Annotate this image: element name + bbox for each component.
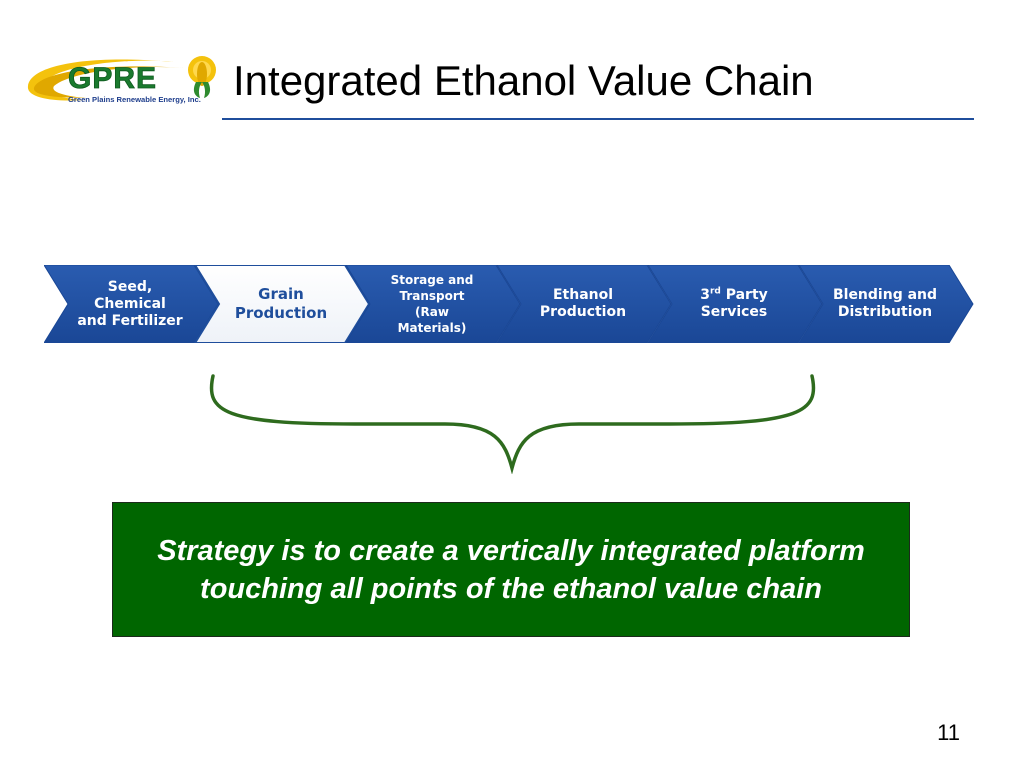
logo-wordmark: GPRE	[68, 62, 157, 95]
value-chain-step-shape	[44, 265, 219, 343]
value-chain-step-shape	[647, 265, 823, 343]
strategy-box: Strategy is to create a vertically integ…	[112, 502, 910, 637]
slide-title: Integrated Ethanol Value Chain	[233, 57, 814, 104]
value-chain-step-shape	[193, 265, 371, 343]
title-divider	[222, 118, 974, 120]
value-chain-step-shape	[798, 265, 974, 343]
value-chain-step-shape	[345, 265, 521, 343]
corn-sun-icon	[188, 56, 216, 98]
curly-brace	[209, 374, 816, 474]
page-number: 11	[937, 720, 960, 745]
value-chain-step-shape	[496, 265, 672, 343]
gpre-logo-graphic: GPRE Green Plains Renewable Energy, Inc.	[27, 56, 216, 104]
value-chain-shapes	[44, 265, 974, 343]
strategy-text: Strategy is to create a vertically integ…	[157, 534, 865, 605]
company-logo: GPRE Green Plains Renewable Energy, Inc.	[24, 48, 220, 110]
logo-company-name: Green Plains Renewable Energy, Inc.	[68, 95, 201, 104]
